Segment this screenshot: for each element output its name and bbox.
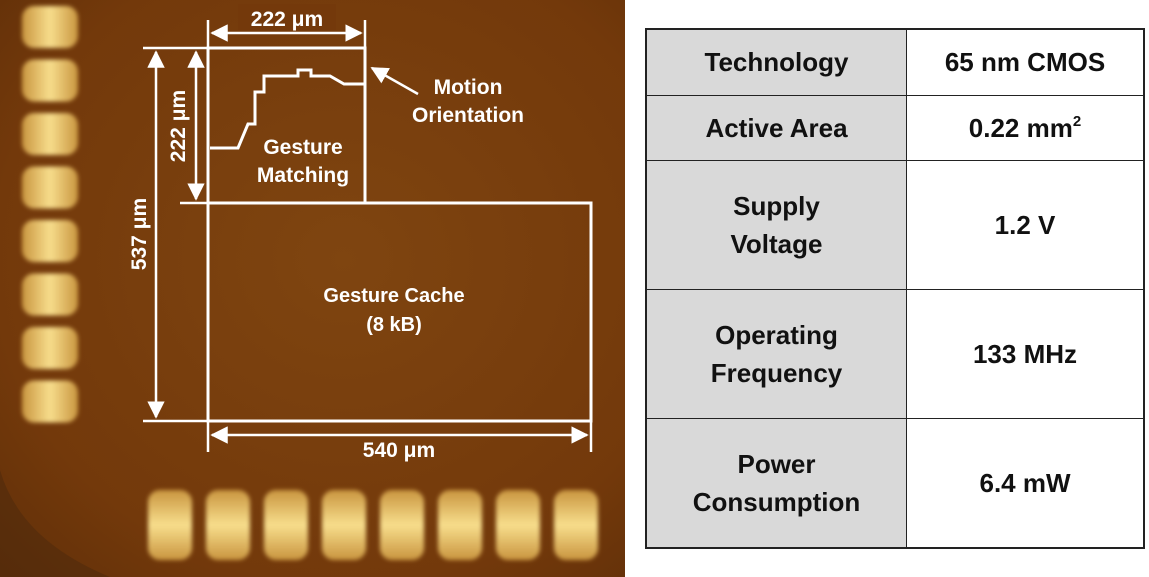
table-row: Active Area 0.22 mm2 <box>645 94 1145 161</box>
substrate <box>0 0 625 577</box>
value-label: 1.2 V <box>994 209 1056 240</box>
param-label: Operating <box>715 319 838 350</box>
value-cell: 1.2 V <box>906 159 1145 290</box>
height-small-label: 222 μm <box>167 90 190 162</box>
motion-label-line2: Orientation <box>412 104 524 127</box>
die-micrograph: 222 μm 222 μm 537 μm 540 μm Motion Orien… <box>0 0 625 577</box>
gesture-label-line2: Matching <box>257 164 349 187</box>
die-corner <box>0 470 110 577</box>
gesture-cache-block <box>206 201 593 423</box>
param-label: Supply <box>733 190 820 221</box>
bond-pad <box>148 490 192 560</box>
bond-pad <box>22 59 78 102</box>
param-label: Power <box>737 448 816 479</box>
param-label: Technology <box>704 47 849 78</box>
param-cell: Technology <box>645 28 907 96</box>
bond-pad <box>206 490 250 560</box>
value-superscript: 2 <box>1072 112 1082 130</box>
motion-pointer-arrow <box>370 66 419 96</box>
bond-pad <box>496 490 540 560</box>
param-label: Active Area <box>705 112 848 143</box>
value-label: 0.22 mm <box>968 112 1073 143</box>
cache-label-line2: (8 kB) <box>366 314 422 336</box>
bond-pad <box>22 113 78 155</box>
bond-pad <box>322 490 366 560</box>
value-cell: 0.22 mm2 <box>906 94 1145 161</box>
gesture-label-line1: Gesture <box>263 136 342 159</box>
param-label: Frequency <box>710 357 843 388</box>
param-label: Consumption <box>692 486 861 517</box>
value-cell: 133 MHz <box>906 288 1145 419</box>
value-cell: 65 nm CMOS <box>906 28 1145 96</box>
value-label: 6.4 mW <box>979 467 1071 498</box>
bond-pad <box>264 490 308 560</box>
bond-pads-left <box>22 6 78 423</box>
motion-orientation-boundary <box>210 68 364 150</box>
height-total-label: 537 μm <box>128 198 151 270</box>
bond-pads-bottom <box>148 490 598 560</box>
width-top-label: 222 μm <box>251 8 323 31</box>
param-label: Voltage <box>730 228 823 259</box>
width-bottom-label: 540 μm <box>363 439 435 462</box>
value-label: 133 MHz <box>972 338 1078 369</box>
bond-pad <box>22 220 78 262</box>
motion-label-line1: Motion <box>434 76 503 99</box>
value-cell: 6.4 mW <box>906 417 1145 549</box>
bond-pad <box>22 273 78 316</box>
bond-pad <box>380 490 424 560</box>
bond-pad <box>22 6 78 48</box>
cache-label-line1: Gesture Cache <box>323 285 464 307</box>
bond-pad <box>22 380 78 423</box>
value-label: 65 nm CMOS <box>944 47 1106 78</box>
bond-pad <box>22 166 78 209</box>
bond-pad <box>554 490 598 560</box>
specification-table: Technology 65 nm CMOS Active Area 0.22 m… <box>645 28 1145 549</box>
bond-pad <box>22 327 78 369</box>
param-cell: Active Area <box>645 94 907 161</box>
table-row: Technology 65 nm CMOS <box>645 28 1145 96</box>
bond-pad <box>438 490 482 560</box>
